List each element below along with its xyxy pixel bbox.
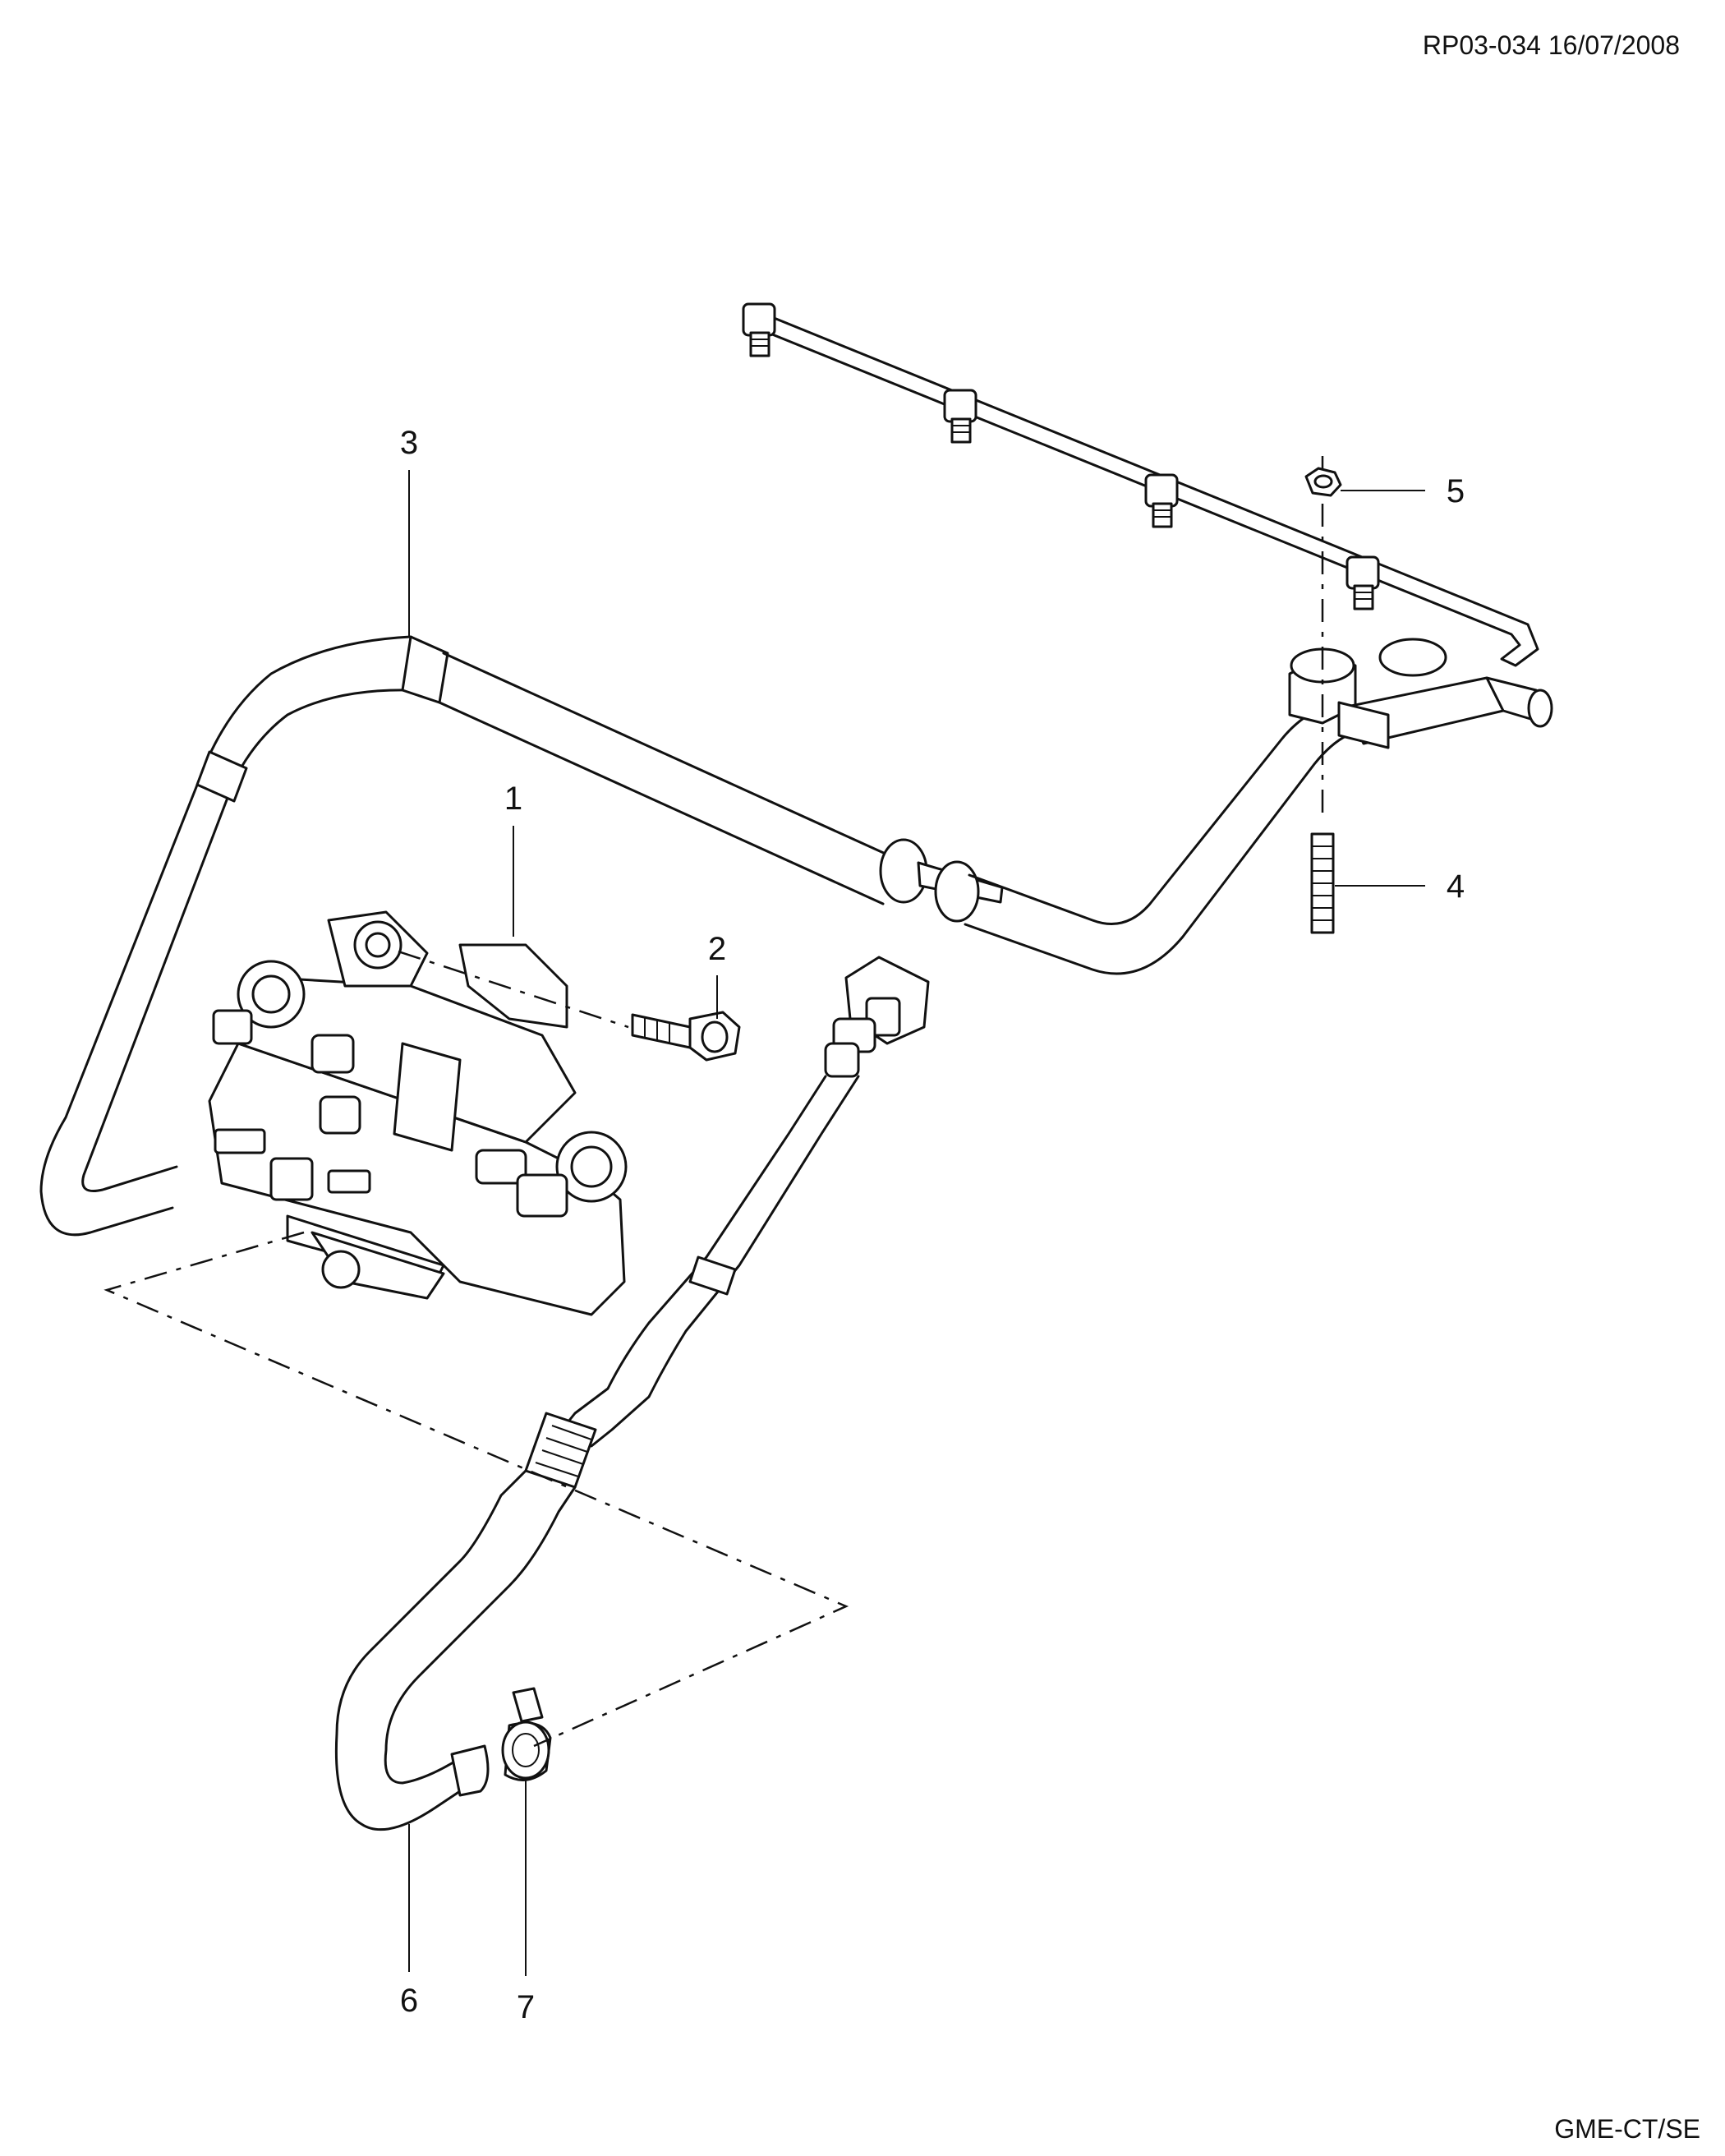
hose-quick-connector <box>824 956 930 1078</box>
fuel-feed-hose-6 <box>334 956 930 1831</box>
injector-connector-1 <box>742 302 776 357</box>
hose-clamp-7 <box>501 1687 552 1781</box>
callout-1-label: 1 <box>504 781 522 817</box>
callout-5-label: 5 <box>1447 473 1465 509</box>
callout-3-label: 3 <box>400 425 418 461</box>
callout-5: 5 <box>1341 473 1465 509</box>
reference-code: RP03-034 16/07/2008 <box>1423 30 1680 60</box>
callout-4: 4 <box>1335 868 1465 905</box>
hose-coupling <box>524 1412 597 1489</box>
callout-7-label: 7 <box>517 1989 535 2025</box>
callout-2: 2 <box>708 931 726 1019</box>
footer-code: GME-CT/SE <box>1554 2114 1700 2144</box>
bolt-2 <box>631 1011 741 1062</box>
callout-7: 7 <box>517 1779 535 2025</box>
callout-6: 6 <box>400 1824 418 2019</box>
injector-connector-3 <box>1144 473 1179 528</box>
callout-4-label: 4 <box>1447 868 1465 905</box>
assembly-alignment-line <box>104 1231 849 1748</box>
high-pressure-pump-1 <box>208 910 628 1316</box>
hose-clamp-mid <box>879 838 1004 923</box>
stud-4 <box>1310 832 1335 934</box>
bolt-axis-line <box>398 950 629 1029</box>
callout-6-label: 6 <box>400 1983 418 2019</box>
callout-1: 1 <box>504 781 522 937</box>
injector-connector-2 <box>943 389 978 444</box>
fuel-return-hose-3 <box>39 635 1553 1237</box>
injector-return-rail <box>742 302 1539 667</box>
callout-3: 3 <box>400 425 418 637</box>
callout-2-label: 2 <box>708 931 726 967</box>
nut-5 <box>1304 467 1342 497</box>
injector-connector-4 <box>1346 555 1380 610</box>
